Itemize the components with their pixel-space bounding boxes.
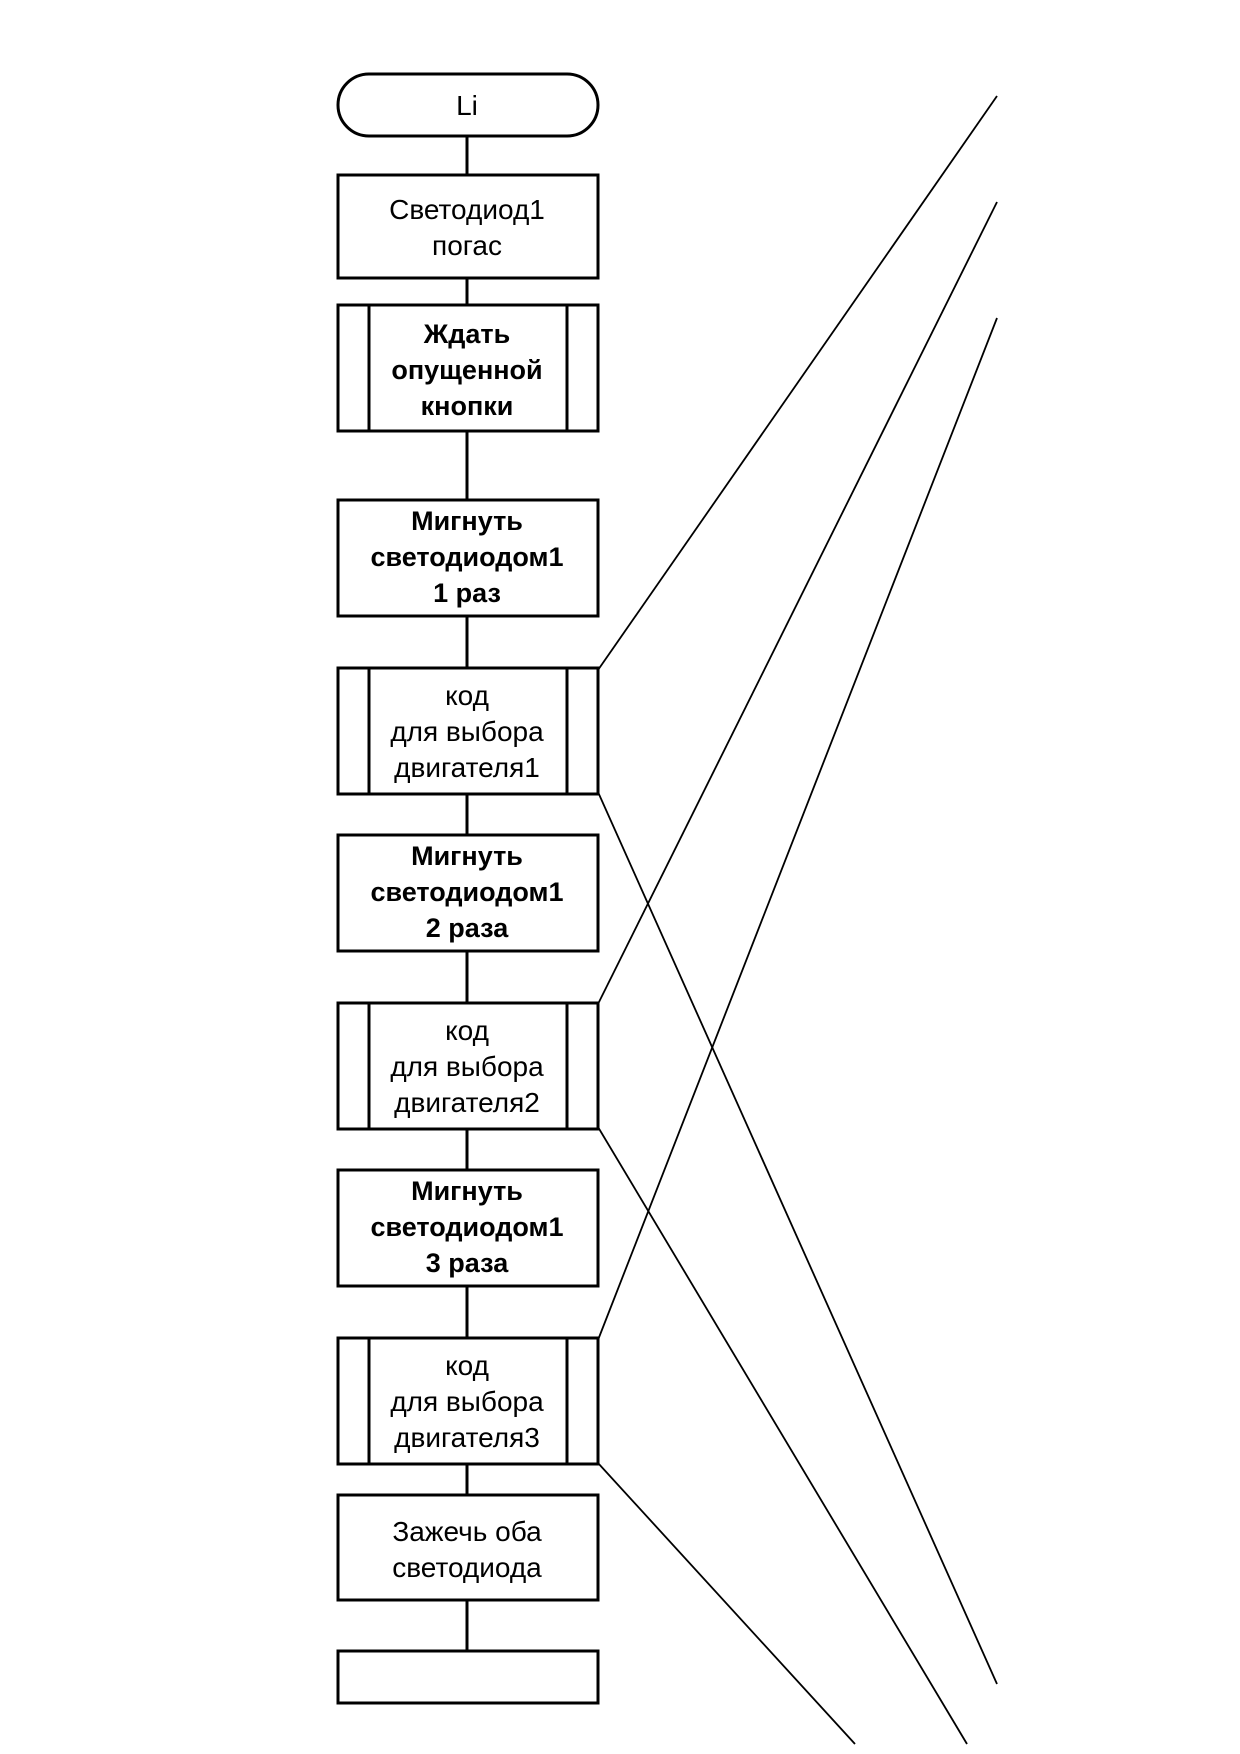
process-block: Мигнуть светодиодом1 1 раз (336, 498, 600, 618)
block-text-line: код (445, 1015, 489, 1046)
block-text-line: для выбора (390, 1386, 544, 1417)
block-text-line: кнопки (421, 391, 514, 421)
block-text-line: для выбора (390, 1051, 544, 1082)
block-text-line: светодиодом1 (370, 542, 563, 572)
block-text-line: погас (432, 230, 502, 261)
block-text-line: опущенной (391, 355, 542, 385)
block-text-line: для выбора (390, 716, 544, 747)
block-text-line: двигателя1 (394, 752, 540, 783)
block-text-line: светодиода (392, 1552, 542, 1583)
block-text-line: Мигнуть (411, 1176, 523, 1206)
subroutine-block: код для выбора двигателя3 (336, 1336, 600, 1466)
subroutine-block: код для выбора двигателя2 (336, 1001, 600, 1131)
block-text-line: Светодиод1 (389, 194, 545, 225)
start-terminator: Li (336, 72, 600, 138)
block-text-line: 3 раза (426, 1248, 509, 1278)
block-text-line: Ждать (423, 319, 510, 349)
block-text-line: 2 раза (426, 913, 509, 943)
block-text-line: Мигнуть (411, 841, 523, 871)
block-text-line: 1 раз (433, 578, 501, 608)
block-text-line: код (445, 680, 489, 711)
process-block: Зажечь оба светодиода (336, 1493, 600, 1602)
process-block: Мигнуть светодиодом1 3 раза (336, 1168, 600, 1288)
process-block: Светодиод1 погас (336, 173, 600, 280)
block-text-line: двигателя2 (394, 1087, 540, 1118)
block-text-line: Мигнуть (411, 506, 523, 536)
process-block: Мигнуть светодиодом1 2 раза (336, 833, 600, 953)
empty-process-block (336, 1649, 600, 1705)
block-text-line: двигателя3 (394, 1422, 540, 1453)
subroutine-block: код для выбора двигателя1 (336, 666, 600, 796)
block-text-line: Зажечь оба (392, 1516, 542, 1547)
subroutine-block: Ждать опущенной кнопки (336, 303, 600, 433)
terminator-label: Li (456, 90, 478, 121)
block-text-line: код (445, 1350, 489, 1381)
block-text-line: светодиодом1 (370, 877, 563, 907)
block-text-line: светодиодом1 (370, 1212, 563, 1242)
annotation-lines (597, 95, 998, 1745)
